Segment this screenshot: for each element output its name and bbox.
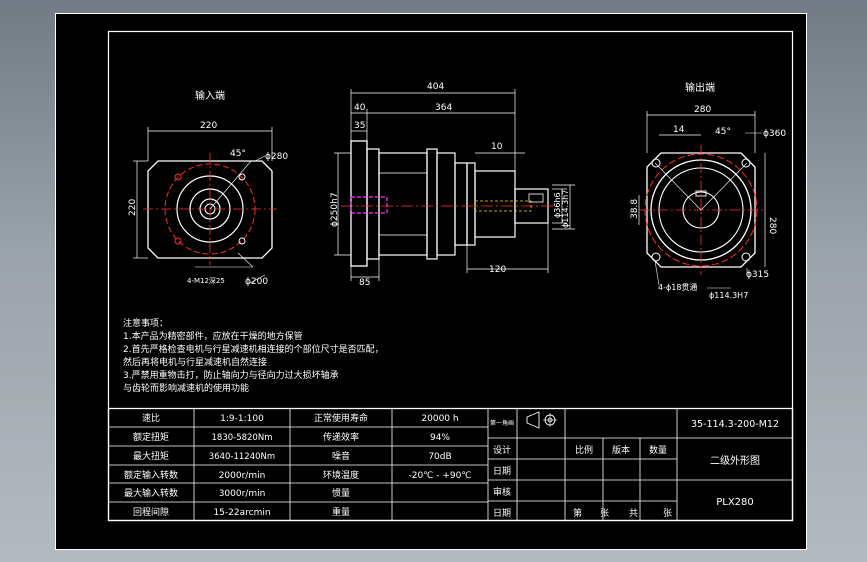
drawing-sheet: 输入端 220 220 45° ϕ280 4-M12深25 (55, 13, 807, 550)
drawing-number: 35-114.3-200-M12 (691, 419, 779, 430)
output-dim-45: 45° (715, 127, 731, 137)
model-number: PLX280 (716, 497, 754, 508)
spec-value: 2000r/min (219, 471, 266, 481)
output-dim-14: 14 (673, 125, 685, 135)
output-dim-360: ϕ360 (763, 129, 786, 139)
output-dim-280v: 280 (767, 217, 777, 234)
output-dim-315: ϕ315 (746, 270, 769, 280)
output-fit-note: ϕ114.3H7 (709, 291, 748, 300)
output-dim-38: 38.8 (630, 199, 640, 219)
spec-value: 1:9-1:100 (220, 414, 264, 424)
spec-label2: 惯量 (332, 487, 350, 499)
side-input-flange (350, 140, 368, 267)
header-quantity: 数量 (649, 444, 667, 456)
output-dim-280: 280 (694, 105, 711, 115)
side-dim-35: 35 (354, 121, 365, 131)
input-dim-width: 220 (200, 121, 217, 131)
spec-value2: 20000 h (421, 414, 458, 424)
notes-line-3: 然后再将电机与行星减速机自然连接 (123, 356, 267, 368)
spec-label2: 正常使用寿命 (314, 412, 368, 424)
side-view: 404 40 364 35 10 ϕ250h7 (330, 82, 575, 288)
spec-table: 速比 1:9-1:100 正常使用寿命 20000 h 额定扭矩 1830-58… (124, 412, 471, 518)
input-end-view: 输入端 220 220 45° ϕ280 4-M12深25 (128, 89, 288, 287)
spec-value: 1830-5820Nm (212, 433, 273, 443)
input-view-title: 输入端 (195, 89, 225, 102)
row-label-design: 设计 (493, 444, 511, 456)
footer-total: 共 (629, 508, 638, 519)
notes-line-5: 与齿轮而影响减速机的使用功能 (123, 382, 249, 394)
input-dim-angle: 45° (230, 149, 246, 159)
side-dim-250: ϕ250h7 (330, 192, 340, 227)
spec-label2: 重量 (332, 506, 350, 518)
side-dim-40: 40 (354, 103, 366, 113)
input-dim-pcd-inner: ϕ200 (245, 277, 268, 287)
notes-heading: 注意事项： (123, 317, 168, 329)
spec-label2: 噪音 (332, 450, 350, 462)
header-version: 版本 (612, 444, 630, 456)
side-dim-85: 85 (359, 278, 370, 288)
spec-label: 最大输入转数 (124, 487, 178, 499)
side-stage1-housing (378, 152, 428, 256)
notes-line-2: 2.首先严格检查电机与行星减速机相连接的个部位尺寸是否匹配， (123, 343, 384, 355)
projection-label: 第一角画 (490, 419, 514, 427)
output-end-view: 输出端 280 14 45° ϕ360 38.8 280 ϕ315 4-ϕ18贯… (630, 81, 786, 300)
side-dim-total: 404 (427, 82, 444, 92)
row-label-date2: 日期 (493, 508, 511, 519)
header-scale: 比例 (575, 444, 593, 456)
title-block: 速比 1:9-1:100 正常使用寿命 20000 h 额定扭矩 1830-58… (107, 407, 794, 522)
footer-total-unit: 张 (663, 508, 672, 519)
notes-line-1: 1.本产品为精密部件，应放在干燥的地方保管 (123, 330, 303, 342)
spec-label: 回程间隙 (133, 506, 169, 518)
side-dim-flange: ϕ114.3h7 (561, 190, 570, 228)
row-label-review: 审核 (493, 486, 511, 498)
technical-notes: 注意事项： 1.本产品为精密部件，应放在干燥的地方保管 2.首先严格检查电机与行… (123, 317, 384, 394)
drawing-canvas: 输入端 220 220 45° ϕ280 4-M12深25 (55, 13, 807, 550)
output-view-title: 输出端 (685, 81, 715, 94)
notes-line-4: 3.严禁用重物击打，防止轴向力与径向力过大损坏轴承 (123, 369, 339, 381)
spec-label: 额定扭矩 (133, 431, 169, 443)
spec-value2: 94% (430, 433, 450, 443)
projection-symbol-icon (526, 411, 557, 429)
side-output-nose (474, 170, 516, 238)
row-label-date: 日期 (493, 466, 511, 477)
footer-sheet: 第 (573, 507, 582, 519)
spec-value2: 70dB (428, 452, 451, 462)
spec-label2: 环境温度 (323, 469, 359, 481)
footer-sheet-unit: 张 (600, 508, 609, 519)
outer-border (55, 13, 807, 550)
side-dim-shaft: ϕ36h6 (553, 192, 562, 218)
side-dim-120: 120 (489, 265, 506, 275)
side-stage2-housing (436, 152, 456, 256)
input-flange-square (147, 160, 273, 259)
spec-value: 15-22arcmin (213, 508, 270, 518)
input-dim-height: 220 (128, 199, 138, 216)
input-thread-note: 4-M12深25 (187, 276, 225, 285)
spec-label2: 传递效率 (323, 431, 359, 443)
output-hole-note: 4-ϕ18贯通 (658, 282, 697, 292)
spec-value: 3000r/min (219, 489, 266, 499)
side-dim-10: 10 (491, 142, 503, 152)
spec-value2: -20℃ - +90℃ (409, 471, 472, 481)
side-input-bore-hidden (350, 196, 388, 214)
spec-label: 额定输入转数 (124, 469, 178, 481)
input-dim-pcd-outer: ϕ280 (265, 152, 288, 162)
drawing-name: 二级外形图 (710, 455, 760, 467)
spec-value: 3640-11240Nm (209, 452, 275, 462)
spec-label: 速比 (142, 412, 160, 424)
spec-label: 最大扭矩 (133, 450, 169, 462)
side-dim-364: 364 (435, 103, 452, 113)
